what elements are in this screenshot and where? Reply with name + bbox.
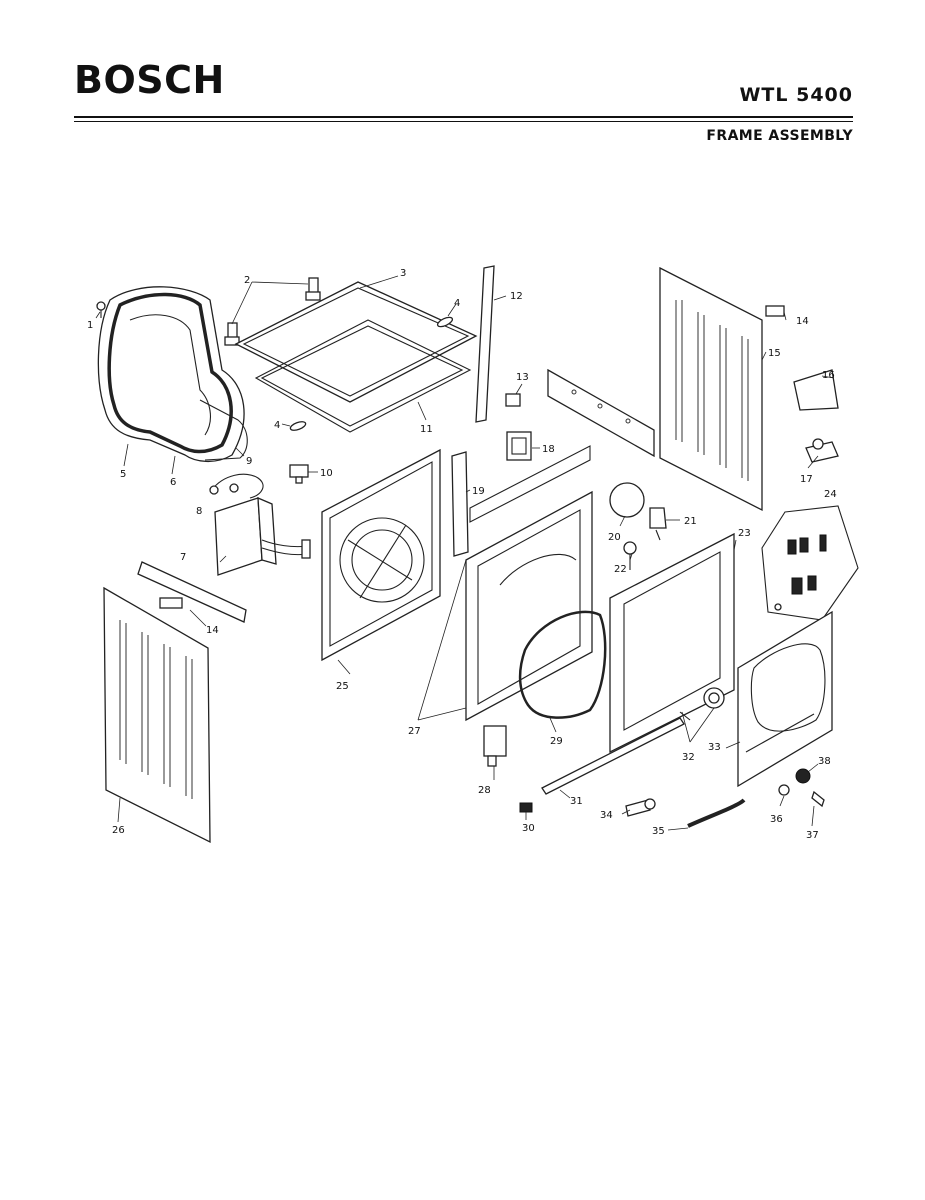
callout-24: 24 bbox=[824, 489, 837, 500]
callout-1: 1 bbox=[87, 320, 93, 331]
callout-35: 35 bbox=[652, 826, 665, 837]
callout-36: 36 bbox=[770, 814, 783, 825]
callout-4-lower: 4 bbox=[274, 420, 280, 431]
callout-37: 37 bbox=[806, 830, 819, 841]
callout-19: 19 bbox=[472, 486, 485, 497]
foot-clip-part bbox=[805, 438, 839, 463]
hardware-kit-part bbox=[761, 505, 859, 621]
electronics-module-part bbox=[209, 473, 311, 576]
rail-part bbox=[475, 265, 495, 423]
hinge-part bbox=[224, 277, 321, 346]
callout-34: 34 bbox=[600, 810, 613, 821]
model-number: WTL 5400 bbox=[739, 84, 853, 106]
spacer-part bbox=[765, 305, 785, 317]
callout-23: 23 bbox=[738, 528, 751, 539]
door-rail-part bbox=[541, 717, 685, 795]
support-bracket-part bbox=[793, 369, 839, 411]
callout-10: 10 bbox=[320, 468, 333, 479]
hinge-strip-part bbox=[451, 451, 469, 557]
motor-cap-part bbox=[609, 482, 667, 570]
crossbar-part bbox=[137, 561, 247, 623]
plate-part bbox=[506, 431, 532, 461]
callout-27: 27 bbox=[408, 726, 421, 737]
header-rule bbox=[74, 116, 853, 118]
side-panel-left-part bbox=[103, 586, 211, 844]
header-rule-thin bbox=[74, 121, 853, 122]
callout-38: 38 bbox=[818, 756, 831, 767]
callout-6: 6 bbox=[170, 477, 176, 488]
callout-22: 22 bbox=[614, 564, 627, 575]
leveling-foot-part bbox=[778, 768, 825, 808]
knob-part bbox=[679, 687, 725, 721]
callout-33: 33 bbox=[708, 742, 721, 753]
callout-21: 21 bbox=[684, 516, 697, 527]
callout-11: 11 bbox=[420, 424, 433, 435]
front-panel-part bbox=[609, 532, 735, 754]
callout-3: 3 bbox=[400, 268, 406, 279]
section-title: FRAME ASSEMBLY bbox=[706, 128, 853, 144]
bracket-part bbox=[289, 464, 309, 484]
callout-8: 8 bbox=[196, 506, 202, 517]
callout-18: 18 bbox=[542, 444, 555, 455]
front-frame-part bbox=[465, 445, 593, 722]
door-gasket-part bbox=[518, 610, 607, 719]
belt-part bbox=[687, 798, 746, 828]
callout-7: 7 bbox=[180, 552, 186, 563]
callout-32: 32 bbox=[682, 752, 695, 763]
callout-17: 17 bbox=[800, 474, 813, 485]
callout-9: 9 bbox=[246, 456, 252, 467]
drum-assembly-part bbox=[97, 286, 248, 463]
callout-26: 26 bbox=[112, 825, 125, 836]
callout-30: 30 bbox=[522, 823, 535, 834]
callout-15: 15 bbox=[768, 348, 781, 359]
rear-panel-part bbox=[321, 448, 441, 662]
callout-4-top: 4 bbox=[454, 298, 460, 309]
leader-lines bbox=[95, 275, 835, 831]
callout-12: 12 bbox=[510, 291, 523, 302]
callout-16: 16 bbox=[822, 370, 835, 381]
brand-logo: BOSCH bbox=[74, 58, 225, 102]
callout-28: 28 bbox=[478, 785, 491, 796]
latch-part bbox=[519, 802, 533, 813]
door-switch-part bbox=[483, 725, 507, 767]
screw-part bbox=[96, 301, 106, 318]
screw-large-part bbox=[625, 798, 656, 817]
callout-25: 25 bbox=[336, 681, 349, 692]
callout-14-top: 14 bbox=[796, 316, 809, 327]
clip-part bbox=[505, 393, 521, 407]
callout-5: 5 bbox=[120, 469, 126, 480]
callout-29: 29 bbox=[550, 736, 563, 747]
callout-labels: 1 2 3 4 4 5 6 7 8 9 10 11 12 13 14 14 15… bbox=[87, 268, 837, 841]
callout-13: 13 bbox=[516, 372, 529, 383]
seal-part bbox=[289, 316, 454, 431]
side-panel-right-part bbox=[659, 266, 763, 512]
callout-2: 2 bbox=[244, 275, 250, 286]
callout-14-lower: 14 bbox=[206, 625, 219, 636]
mounting-bracket-part bbox=[547, 368, 655, 458]
door-frame-part bbox=[737, 610, 833, 788]
callout-20: 20 bbox=[608, 532, 621, 543]
callout-31: 31 bbox=[570, 796, 583, 807]
worktop-part bbox=[234, 281, 478, 433]
